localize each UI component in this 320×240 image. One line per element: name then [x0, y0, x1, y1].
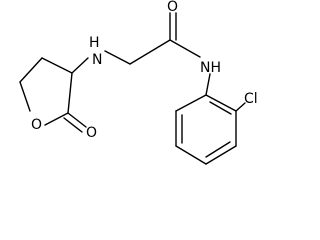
bond-c2-c3 [67, 72, 73, 114]
atom-label-o-lactone: O [86, 125, 97, 141]
atom-label-o-amide: O [167, 0, 178, 15]
bond-n-amide-c-ipso [205, 73, 211, 96]
atom-label-n-amine: N [92, 52, 102, 68]
bond-c2-o-carbonyl-2 [63, 117, 83, 133]
bond-c-cl [235, 102, 246, 112]
bond-ring-1 [205, 94, 237, 112]
molecule-structure: O H N NH O O Cl [19, 0, 258, 165]
bond-ring-inner-1 [209, 101, 232, 115]
atom-label-cl: Cl [244, 91, 258, 107]
bond-ch2-c-amide [129, 39, 171, 65]
bond-ring-inner-2 [205, 141, 231, 158]
bond-c2-o-carbonyl-1 [67, 112, 87, 128]
bond-n-amine-ch2 [104, 50, 131, 65]
atom-label-nh-amide: NH [200, 60, 221, 76]
bond-o-ring-c2 [44, 112, 69, 126]
atom-label-h-amine: H [89, 35, 100, 51]
bond-c3-c4 [41, 57, 73, 74]
bond-c4-c5 [19, 57, 43, 83]
bond-ring-3 [205, 145, 237, 165]
molecule-canvas: O H N NH O O Cl [19, 0, 258, 165]
atom-label-o-ring: O [31, 117, 42, 133]
bond-c5-o-ring [19, 81, 31, 112]
bond-c3-n-amine [71, 57, 89, 74]
bond-ring-6 [175, 94, 207, 112]
bond-ring-4 [175, 145, 207, 165]
bond-c-amide-n-amide [169, 39, 201, 58]
